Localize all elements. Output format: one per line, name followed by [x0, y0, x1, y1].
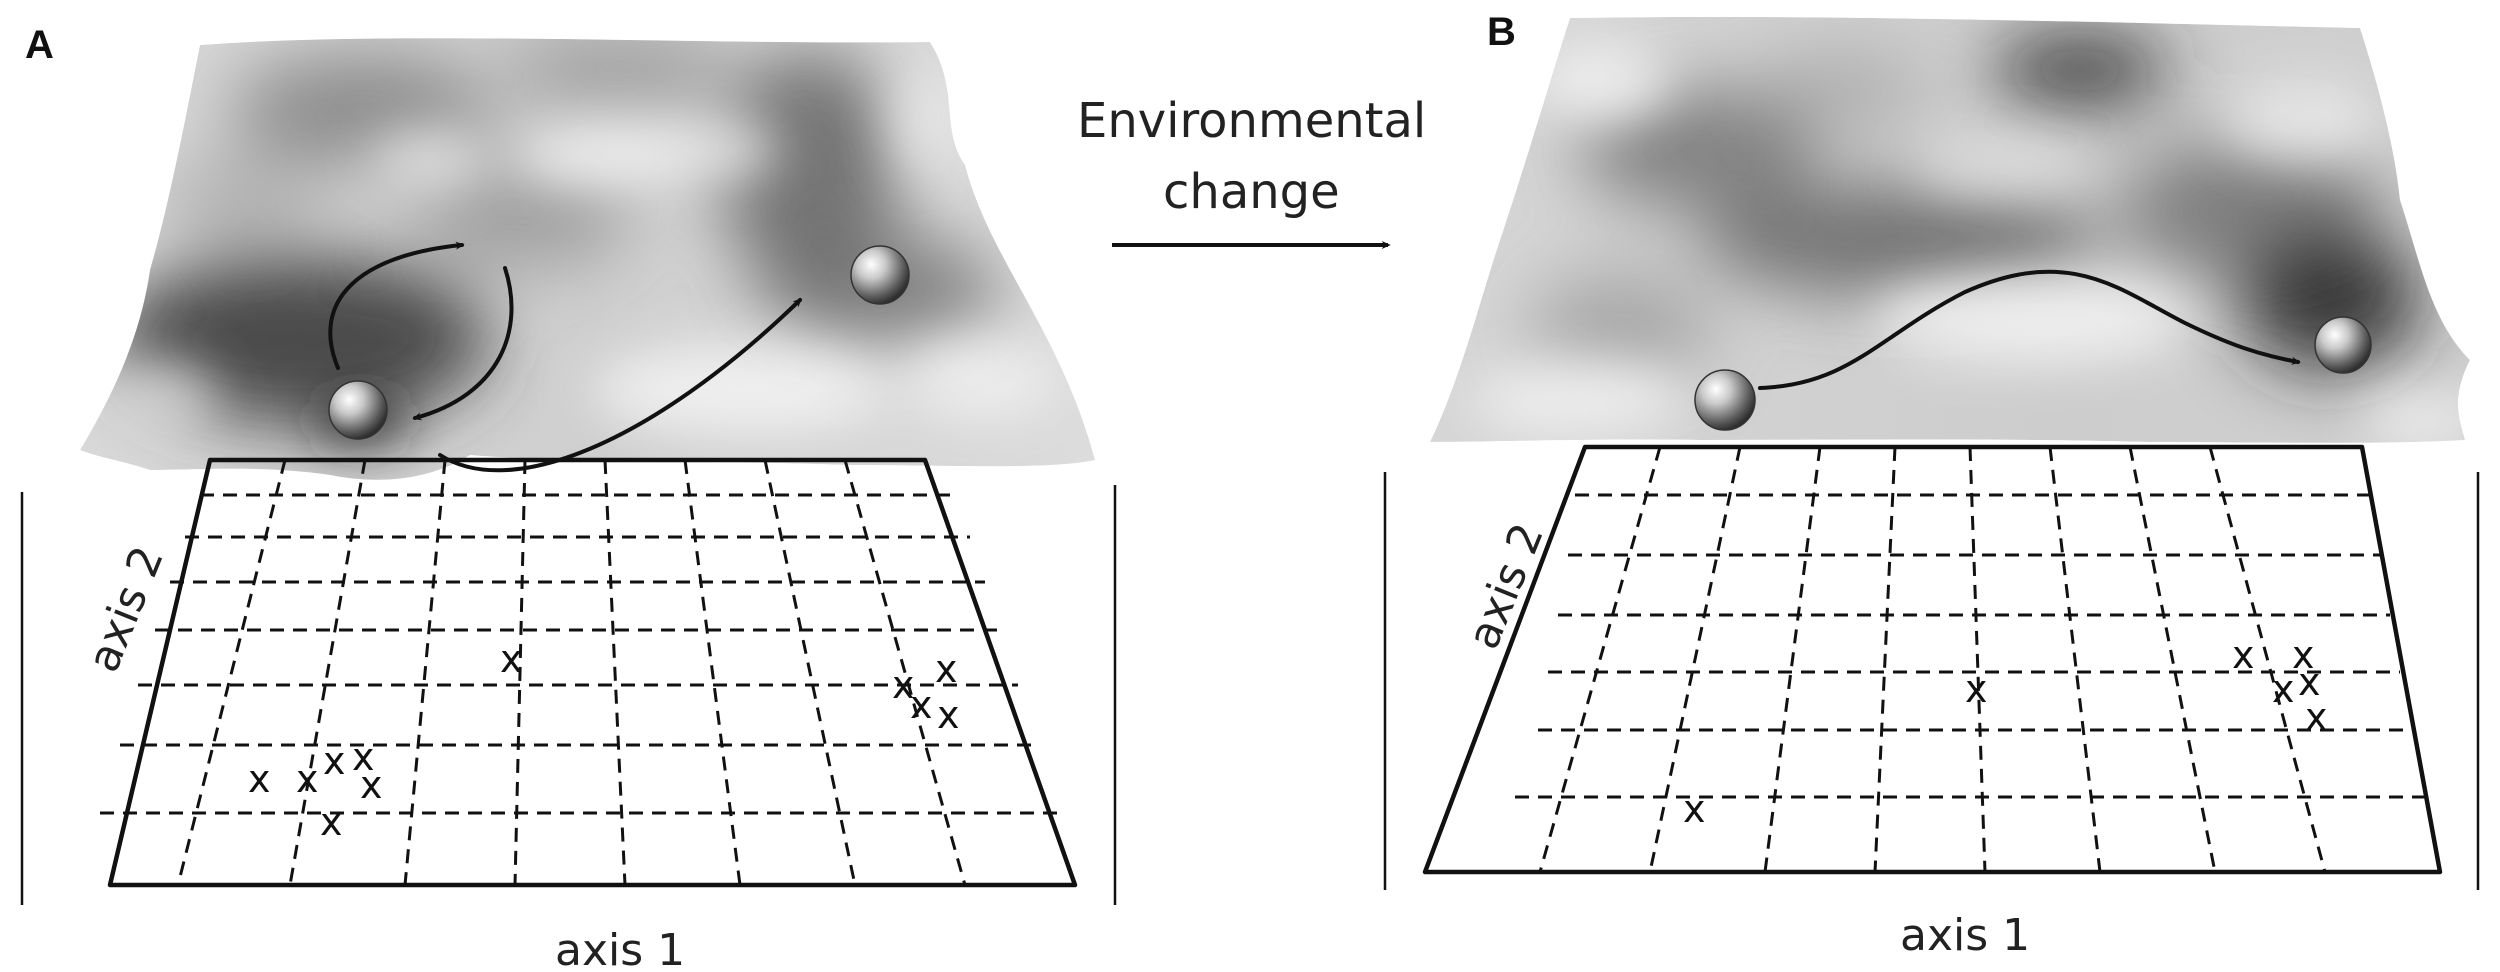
point: x — [2305, 695, 2328, 739]
axis-1-label-b: axis 1 — [1900, 910, 2030, 961]
ball-end-b — [2314, 316, 2372, 374]
transition-label-line1: Environmental — [1077, 93, 1426, 149]
escape-arrow — [438, 298, 802, 473]
ball-peak-a — [850, 245, 910, 305]
point: x — [296, 757, 319, 801]
panel-a: A — [20, 23, 1117, 972]
axis-1-label-a: axis 1 — [555, 925, 685, 972]
point: x — [320, 800, 343, 844]
point: x — [1965, 667, 1988, 711]
point: x — [2298, 660, 2321, 704]
point: x — [248, 757, 271, 801]
point: x — [323, 739, 346, 783]
ball-start-b — [1694, 369, 1756, 431]
cycle-arrow-up — [328, 241, 465, 370]
panel-a-letter: A — [25, 23, 54, 67]
shift-arrow — [1758, 269, 2301, 390]
point: x — [910, 683, 933, 727]
transition-label-line2: change — [1163, 164, 1340, 220]
point: x — [360, 763, 383, 807]
point: x — [2272, 667, 2295, 711]
point: x — [500, 637, 523, 681]
point: x — [892, 663, 915, 707]
point: x — [1683, 787, 1706, 831]
point: x — [935, 647, 958, 691]
trait-grid-b — [1422, 444, 2443, 875]
points-a: x x x x x x x x x x x — [248, 637, 960, 844]
cycle-arrow-down — [412, 266, 514, 421]
ball-basin-a — [328, 380, 388, 440]
points-b: x x x x x x x — [1683, 633, 2328, 831]
axis-2-label-b: axis 2 — [1458, 516, 1554, 656]
point: x — [352, 735, 375, 779]
transition: Environmental change — [1077, 93, 1426, 250]
point: x — [2292, 633, 2315, 677]
landscape-surface-b — [1430, 16, 2470, 443]
panel-b-letter: B — [1487, 10, 1516, 54]
landscape-surface-a — [80, 38, 1095, 480]
panel-b: B — [1383, 10, 2480, 961]
point: x — [2232, 633, 2255, 677]
trait-grid-a — [100, 457, 1078, 888]
point: x — [937, 693, 960, 737]
axis-2-label-a: axis 2 — [78, 539, 174, 679]
